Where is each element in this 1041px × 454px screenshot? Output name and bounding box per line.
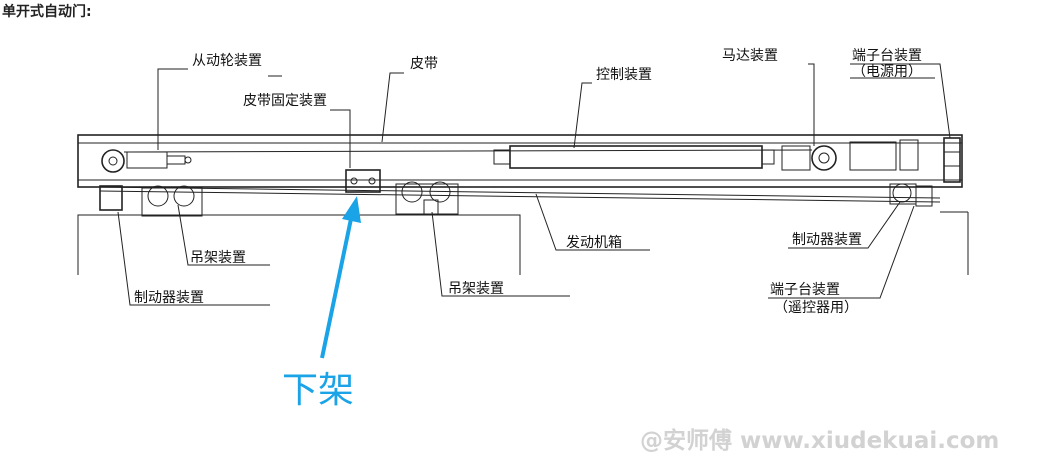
page-title: 单开式自动门: [2,4,92,20]
belt [123,149,813,153]
label-controller: 控制装置 [596,67,652,83]
label-terminal-power-note: （电源用） [852,64,922,80]
label-stopper-right: 制动器装置 [792,232,862,248]
belt-clamp [345,169,381,193]
label-lower-frame: 下架 [282,370,354,411]
idler-wheel [101,149,192,173]
hanger-mid [395,181,459,215]
label-idler-wheel: 从动轮装置 [192,53,262,69]
door-frame [77,211,969,275]
label-belt: 皮带 [410,56,438,72]
label-belt-clamp: 皮带固定装置 [243,93,327,109]
terminal-block-power [943,137,961,183]
label-terminal-remote: 端子台装置 [770,282,840,298]
label-gear-box: 发动机箱 [566,235,622,251]
stopper-right [889,183,933,207]
label-hanger-left: 吊架装置 [190,250,246,266]
label-terminal-remote-note: （遥控器用） [774,300,858,316]
watermark: @安师傅 www.xiudekuai.com [640,427,999,454]
leader-lines [117,63,951,306]
label-hanger-mid: 吊架装置 [448,281,504,297]
header-body [77,134,963,203]
label-motor: 马达装置 [722,48,778,64]
motor-unit [781,139,919,171]
label-stopper-left: 制动器装置 [134,290,204,306]
hanger-left [99,185,203,217]
controller-box [493,145,775,169]
lower-frame-arrow [320,196,361,359]
label-terminal-power: 端子台装置 [852,48,922,64]
